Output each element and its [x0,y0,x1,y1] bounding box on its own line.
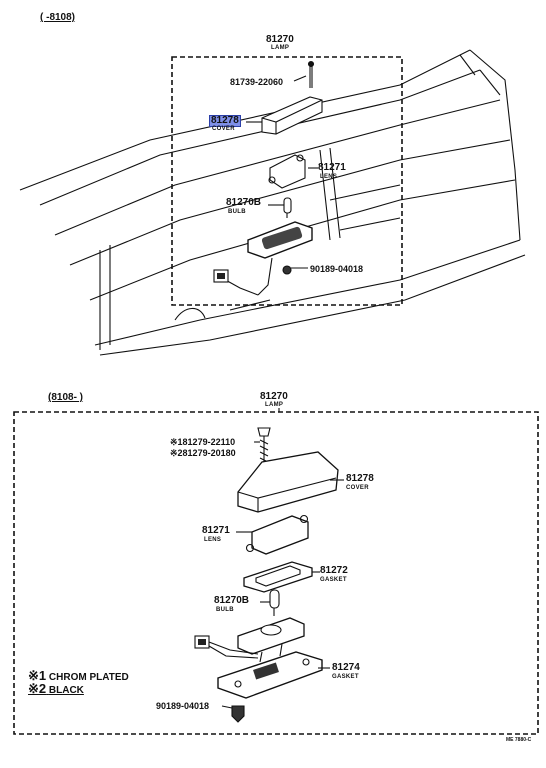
top-lamp-name: LAMP [271,45,290,51]
top-bulb-number: 81270B [226,197,262,208]
diagram-code: ME 7880-C [506,737,532,743]
lamp-assembly-box-bottom [13,411,539,735]
legend-mark-2: ※2 [28,681,47,696]
bottom-gasket-1-number: 81272 [320,565,348,576]
bottom-bulb-number: 81270B [214,595,250,606]
socket-bottom [237,617,305,663]
top-range-header: ( -8108) [40,12,76,23]
bottom-cover-name: COVER [346,485,369,491]
bottom-gasket-2-number: 81274 [332,662,360,673]
clip-top [282,265,308,275]
connector-bottom [194,635,259,659]
bottom-lens-name: LENS [204,537,222,543]
bottom-screw-1-number: ※181279-22110 [170,437,236,447]
bottom-bulb-name: BULB [216,607,234,613]
legend-item-2: ※2 BLACK [28,681,84,697]
top-lens-name: LENS [320,174,338,180]
lens-top [268,154,306,189]
bottom-gasket-2-name: GASKET [332,674,359,680]
lens-bottom [245,514,309,555]
bulb-bottom [269,589,280,616]
bottom-lens-number: 81271 [202,525,230,536]
gasket-2-bottom [217,651,323,699]
top-screw-number: 81739-22060 [230,77,284,87]
gasket-1-bottom [243,561,313,593]
connector-top [213,269,229,283]
vehicle-body-outline [19,49,526,356]
clip-bottom [221,705,245,723]
screw-top [307,60,315,88]
legend-mark-1: ※1 [28,668,47,683]
top-cover-name: COVER [212,126,235,132]
cover-top [261,96,323,135]
cover-bottom [237,451,339,513]
top-lens-number: 81271 [318,162,346,173]
top-lamp-number: 81270 [266,34,294,45]
legend-text-1: CHROM PLATED [48,672,129,683]
legend-text-2: BLACK [48,685,84,696]
bottom-gasket-1-name: GASKET [320,577,347,583]
bottom-clip-number: 90189-04018 [156,701,210,711]
bottom-lamp-number: 81270 [260,391,288,402]
bulb-top [283,197,292,218]
top-cover-number[interactable]: 81278 [209,115,241,127]
bottom-range-header: (8108- ) [48,392,84,403]
socket-base-top [221,221,313,296]
legend-item-1: ※1 CHROM PLATED [28,668,129,684]
lamp-assembly-box-top [171,56,403,306]
top-bulb-name: BULB [228,209,246,215]
bottom-lamp-name: LAMP [265,402,284,408]
bottom-cover-number: 81278 [346,473,374,484]
bottom-screw-2-number: ※281279-20180 [170,448,236,458]
top-clip-number: 90189-04018 [310,264,364,274]
